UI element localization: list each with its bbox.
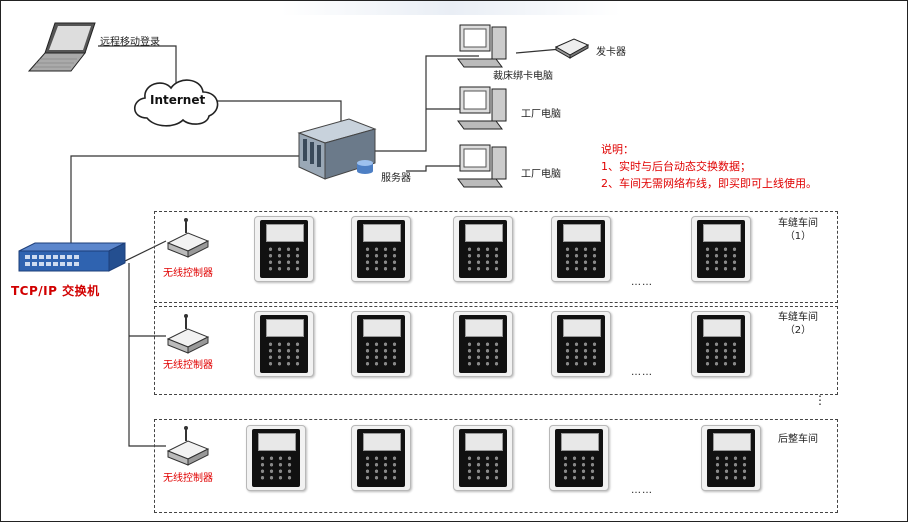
terminal bbox=[551, 216, 611, 282]
terminal bbox=[691, 216, 751, 282]
workshop-zone-1 bbox=[154, 211, 838, 303]
ellipsis-row-1: …… bbox=[631, 277, 653, 288]
main-pc-icon bbox=[457, 24, 507, 68]
faded-title-bar bbox=[281, 1, 621, 15]
laptop-label: 远程移动登录 bbox=[100, 37, 160, 48]
note-line-1: 1、实时与后台动态交换数据； bbox=[601, 160, 751, 173]
controller-3-label: 无线控制器 bbox=[163, 473, 213, 484]
more-workshops-dots: ⋮ bbox=[814, 393, 826, 407]
network-switch-icon bbox=[18, 242, 126, 272]
switch-label: TCP/IP 交换机 bbox=[11, 284, 100, 298]
factory-pc-1-label: 工厂电脑 bbox=[521, 109, 561, 120]
workshop-zone-3 bbox=[154, 419, 838, 513]
terminal bbox=[254, 311, 314, 377]
server-icon bbox=[297, 118, 377, 180]
terminal bbox=[254, 216, 314, 282]
factory-pc-2-label: 工厂电脑 bbox=[521, 169, 561, 180]
wireless-controller-3-icon bbox=[166, 426, 210, 466]
server-label: 服务器 bbox=[381, 173, 411, 184]
terminal bbox=[701, 425, 761, 491]
workshop-1-name: 车缝车间（1） bbox=[778, 218, 818, 242]
terminal bbox=[246, 425, 306, 491]
factory-pc-1-icon bbox=[457, 86, 507, 130]
workshop-3-name: 后整车间 bbox=[778, 434, 818, 445]
controller-1-label: 无线控制器 bbox=[163, 268, 213, 279]
controller-2-label: 无线控制器 bbox=[163, 360, 213, 371]
terminal bbox=[453, 216, 513, 282]
terminal bbox=[453, 425, 513, 491]
terminal bbox=[549, 425, 609, 491]
ellipsis-row-2: …… bbox=[631, 367, 653, 378]
main-pc-label: 裁床绑卡电脑 bbox=[493, 71, 553, 82]
laptop-icon bbox=[27, 22, 96, 72]
card-issuer-icon bbox=[554, 38, 590, 59]
terminal bbox=[551, 311, 611, 377]
note-title: 说明： bbox=[601, 143, 634, 156]
wireless-controller-2-icon bbox=[166, 314, 210, 354]
note-line-2: 2、车间无需网络布线，即买即可上线使用。 bbox=[601, 177, 817, 190]
terminal bbox=[351, 216, 411, 282]
workshop-2-name: 车缝车间（2） bbox=[778, 312, 818, 336]
card-issuer-label: 发卡器 bbox=[596, 47, 626, 58]
terminal bbox=[351, 311, 411, 377]
internet-label: Internet bbox=[150, 93, 206, 107]
factory-pc-2-icon bbox=[457, 144, 507, 188]
note-block: 说明： 1、实时与后台动态交换数据； 2、车间无需网络布线，即买即可上线使用。 bbox=[601, 141, 817, 192]
workshop-zone-2 bbox=[154, 306, 838, 395]
ellipsis-row-3: …… bbox=[631, 485, 653, 496]
wireless-controller-1-icon bbox=[166, 218, 210, 258]
terminal bbox=[351, 425, 411, 491]
terminal bbox=[453, 311, 513, 377]
internet-cloud-icon bbox=[133, 79, 219, 127]
terminal bbox=[691, 311, 751, 377]
